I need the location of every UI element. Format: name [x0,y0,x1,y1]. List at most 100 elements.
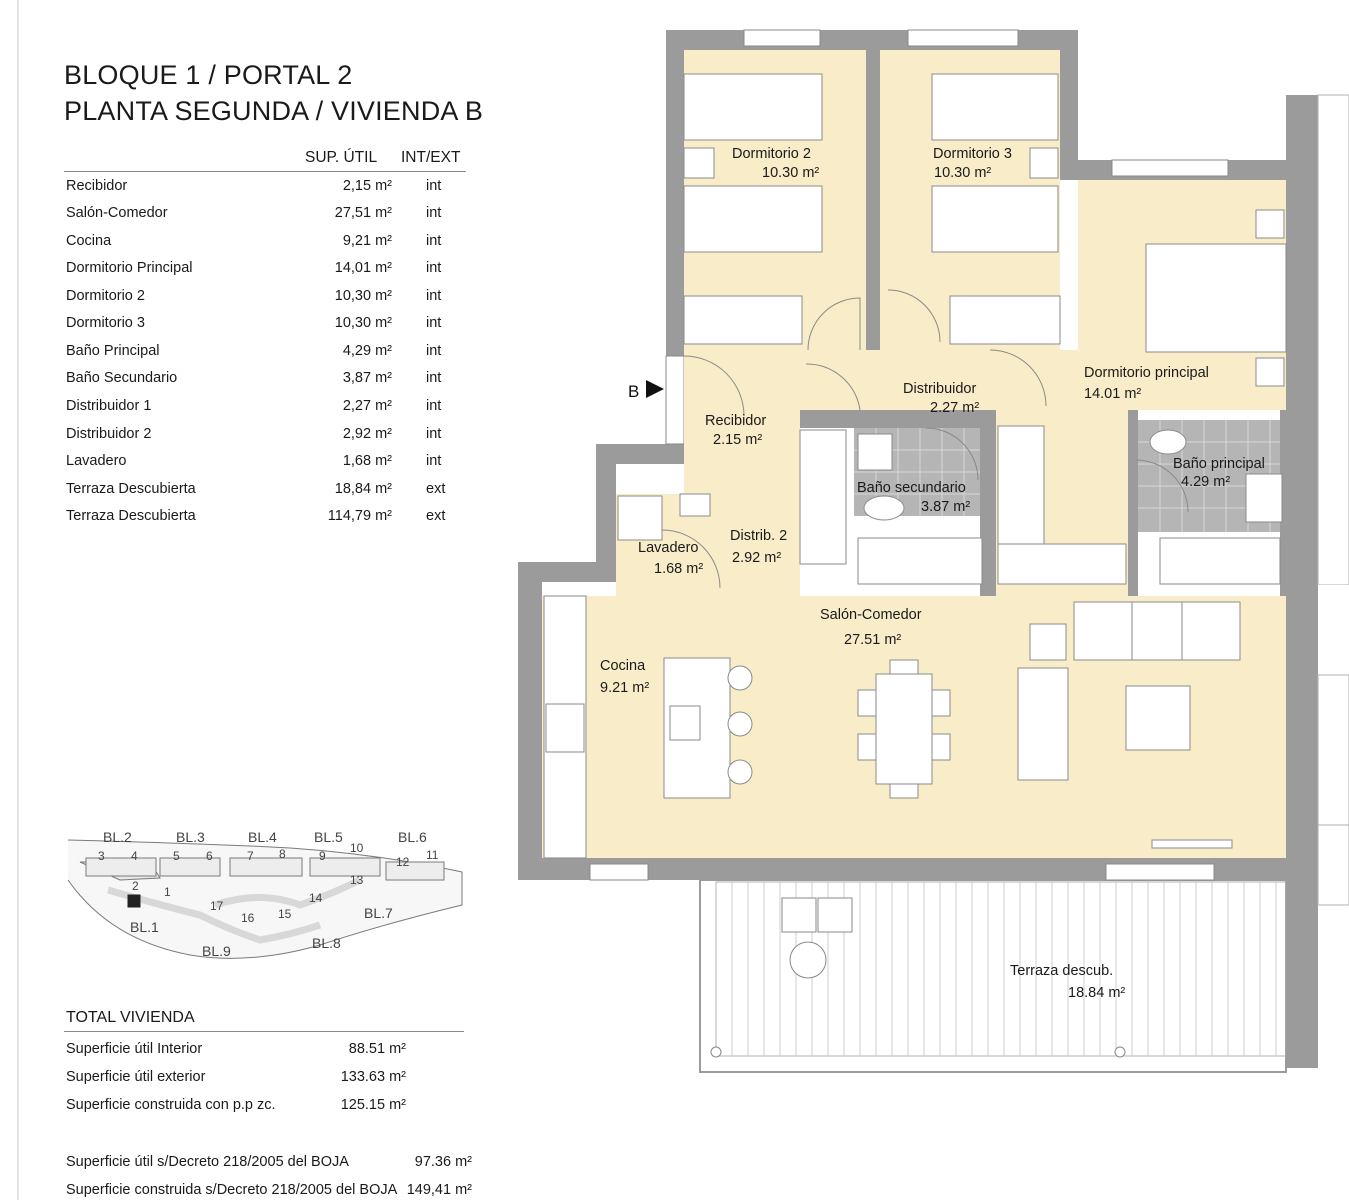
room-name: Lavadero [66,453,127,469]
sink [669,705,701,741]
room-label: Recibidor [705,413,766,429]
toilet [1149,429,1187,455]
bed [931,185,1059,253]
room-name: Baño Principal [66,343,160,359]
block-label: BL.5 [314,829,343,845]
block-label: BL.3 [176,829,205,845]
table-row: Terraza Descubierta 18,84 m² ext [66,481,476,501]
decree-row: Superficie útil s/Decreto 218/2005 del B… [66,1154,472,1170]
totals-label: Superficie construida con p.p zc. [66,1097,276,1113]
totals-value: 133.63 m² [340,1069,406,1085]
stool [727,759,753,785]
armchair [1017,667,1069,781]
room-label: Cocina [600,658,646,674]
room-name: Terraza Descubierta [66,508,196,524]
table-rule [64,171,466,172]
room-label: Baño principal [1173,456,1265,472]
washing-machine [617,495,663,541]
wardrobe [997,425,1045,561]
room-type: int [426,453,442,469]
room-type: int [426,178,442,194]
plot-number: 2 [132,879,139,893]
neighbour-balcony [1286,94,1349,1068]
room-type: ext [426,508,446,524]
room-name: Salón-Comedor [66,205,168,221]
bed [683,185,823,253]
site-map-labels: BL.2 BL.3 BL.4 BL.5 BL.6 BL.1 BL.9 BL.8 … [103,829,427,959]
plot-number: 8 [279,847,286,861]
room-name: Baño Secundario [66,370,178,386]
totals-value: 88.51 m² [348,1041,406,1057]
totals-row: Superficie útil Interior 88.51 m² [66,1041,406,1057]
terrace-furniture [710,897,1126,1058]
room-area-label: 14.01 m² [1084,386,1141,402]
laundry-sink [679,493,711,517]
room-type: int [426,205,442,221]
room-type: int [426,315,442,331]
block-label: BL.1 [130,919,159,935]
totals-value: 125.15 m² [340,1097,406,1113]
room-type: int [426,343,442,359]
room-area: 18,84 m² [334,481,392,497]
room-label: Baño secundario [857,480,966,496]
room-area: 27,51 m² [334,205,392,221]
dining-table [875,673,933,785]
room-type: ext [426,481,446,497]
totals-row: Superficie útil exterior 133.63 m² [66,1069,406,1085]
room-area-label: 27.51 m² [844,632,901,648]
room-type: int [426,260,442,276]
plot-number: 1 [164,885,171,899]
block-label: BL.8 [312,935,341,951]
room-area-label: 10.30 m² [934,165,991,181]
room-type: int [426,370,442,386]
plot-number: 15 [278,907,292,921]
room-label: Dormitorio 2 [732,146,811,162]
entrance-label: B [628,382,639,401]
room-area: 2,27 m² [342,398,392,414]
col-header-area: SUP. ÚTIL [305,149,378,166]
block-label: BL.7 [364,905,393,921]
room-type: int [426,233,442,249]
toilet [863,495,905,521]
room-type: int [426,398,442,414]
block-label: BL.9 [202,943,231,959]
plot-number: 6 [206,849,213,863]
nightstand [1255,357,1285,387]
plot-number: 3 [98,849,105,863]
room-label: Terraza descub. [1010,963,1113,979]
table-row: Salón-Comedor 27,51 m² int [66,205,476,225]
plot-number: 17 [210,899,224,913]
totals-label: Superficie útil exterior [66,1069,206,1085]
stool [727,665,753,691]
room-type: int [426,426,442,442]
room-name: Distribuidor 2 [66,426,152,442]
bed [1145,243,1287,353]
doors [661,289,1189,589]
plot-number: 12 [396,855,410,869]
room-name: Terraza Descubierta [66,481,196,497]
plot-number: 4 [131,849,138,863]
totals-label: Superficie útil Interior [66,1041,203,1057]
plot-number: 10 [350,841,364,855]
room-area: 10,30 m² [334,288,392,304]
room-area: 4,29 m² [342,343,392,359]
block-label: BL.6 [398,829,427,845]
room-area: 9,21 m² [342,233,392,249]
decree-label: Superficie útil s/Decreto 218/2005 del B… [66,1154,349,1170]
stool [727,711,753,737]
totals-rule [64,1031,464,1032]
room-name: Distribuidor 1 [66,398,152,414]
room-area: 10,30 m² [334,315,392,331]
room-labels: Dormitorio 2 10.30 m² Dormitorio 3 10.30… [600,146,1265,1001]
room-label: Distribuidor [903,381,976,397]
room-label: Dormitorio principal [1084,365,1209,381]
room-area: 114,79 m² [327,508,392,524]
wardrobe [683,295,803,345]
block-label: BL.2 [103,829,132,845]
decree-label: Superficie construida s/Decreto 218/2005… [66,1182,398,1198]
plot-number: 13 [350,873,364,887]
coffee-table [1125,685,1191,751]
room-area-label: 10.30 m² [762,165,819,181]
table-row: Baño Principal 4,29 m² int [66,343,476,363]
